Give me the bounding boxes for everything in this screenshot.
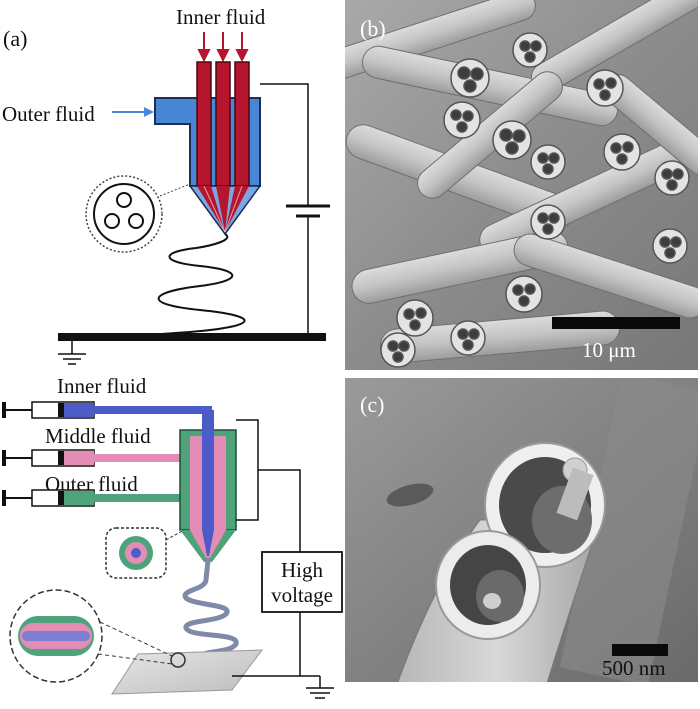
high-voltage-label-1: High (281, 558, 324, 582)
middle-fluid-label: Middle fluid (45, 424, 151, 448)
cross-section-inset (85, 175, 191, 253)
panel-b-label: (b) (360, 16, 386, 41)
panel-c-scale-bar (612, 644, 668, 656)
triaxial-collector (111, 649, 264, 695)
panel-a-schematic: (a) Inner fluid Outer fluid (2, 5, 330, 365)
spiral-jet (141, 233, 246, 341)
power-supply (260, 83, 330, 338)
triaxial-cross-section (105, 527, 185, 579)
panel-a-label: (a) (3, 26, 27, 51)
panel-c-label: (c) (360, 392, 384, 417)
panel-c-sem: (c) 500 nm (345, 378, 698, 682)
inner-needles (196, 61, 250, 233)
outer-fluid-arrow (112, 107, 154, 117)
inner-fluid-label-bottom: Inner fluid (57, 374, 147, 398)
panel-b-scale-bar (552, 317, 680, 329)
collector-plate (58, 333, 326, 365)
high-voltage-circuit (232, 419, 334, 699)
panel-b-sem: (b) 10 μm (345, 0, 698, 370)
syringe-inner (2, 401, 95, 419)
panel-b-scale-label: 10 μm (582, 338, 636, 362)
outer-fluid-label-top: Outer fluid (2, 102, 95, 126)
panel-c-scale-label: 500 nm (602, 656, 666, 680)
inner-fluid-label-top: Inner fluid (176, 5, 266, 29)
inner-fluid-arrows (197, 32, 249, 63)
fiber-magnified-inset (9, 589, 186, 683)
syringe-outer (2, 489, 95, 507)
high-voltage-label-2: voltage (271, 583, 333, 607)
high-voltage-box (261, 551, 343, 613)
triaxial-spinneret (179, 410, 237, 562)
triaxial-schematic: Inner fluid Middle fluid Outer fluid (2, 374, 343, 699)
syringe-middle (2, 449, 95, 467)
